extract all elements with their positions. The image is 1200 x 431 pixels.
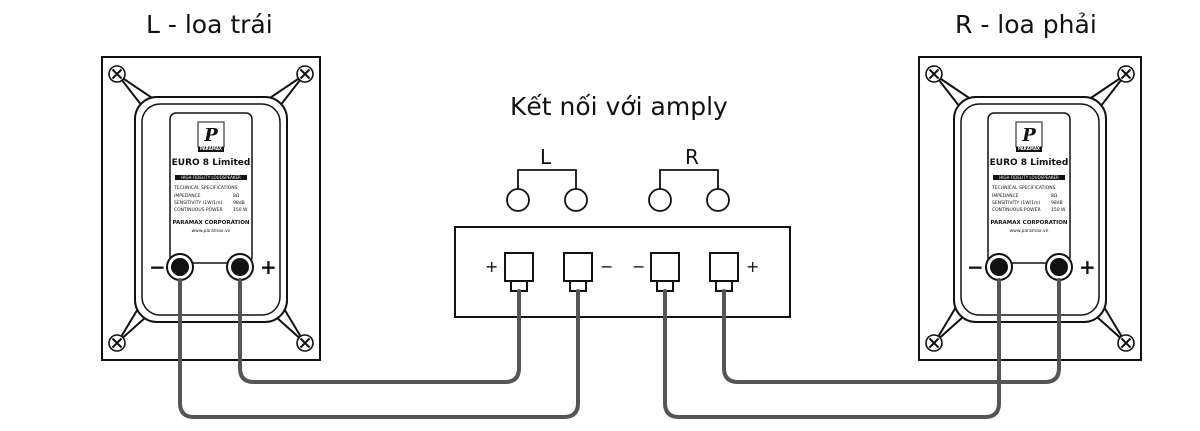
plate-spec-label: IMPEDANCE [992, 194, 1019, 199]
logo-mark [1015, 121, 1043, 148]
amp-terminal-l-minus [563, 252, 593, 282]
right-speaker-title: R - loa phải [955, 10, 1097, 39]
plate-website: www.paramax.vn [191, 229, 231, 234]
left-speaker-plus-sign: + [260, 255, 277, 279]
svg-text:P: P [203, 125, 218, 146]
plate-logo-brand: PARAMAX [200, 146, 222, 151]
cable-left-minus [178, 278, 580, 419]
right-speaker-plus-sign: + [1079, 255, 1096, 279]
amp-terminal-r-minus [650, 252, 680, 282]
plate-spec-label: IMPEDANCE [174, 194, 201, 199]
cable-right-minus [663, 278, 1001, 419]
svg-text:P: P [1021, 125, 1036, 146]
plate-model: EURO 8 Limited [989, 158, 1069, 168]
right-speaker: P [918, 56, 1142, 361]
plate-tagline: HIGH FIDELITY LOUDSPEAKER [999, 175, 1059, 180]
channel-l-jack [564, 188, 588, 212]
plate-spec-value: 8Ω [1051, 194, 1058, 199]
plate-spec-value: 150 W [1051, 208, 1066, 213]
plate-company: PARAMAX CORPORATION [990, 220, 1068, 226]
plate-logo-brand: PARAMAX [1018, 146, 1040, 151]
plate-spec-label: SENSITIVITY (1W/1m) [174, 201, 223, 206]
plate-spec-label: SENSITIVITY (1W/1m) [992, 201, 1041, 206]
amp-sign-l-plus: + [485, 257, 499, 276]
spec-plate [987, 112, 1071, 264]
logo-mark [197, 121, 225, 148]
plate-company: PARAMAX CORPORATION [172, 220, 250, 226]
amp-sign-l-minus: − [600, 257, 614, 276]
channel-left-label: L [540, 145, 552, 169]
plate-website: www.paramax.vn [1009, 229, 1049, 234]
plate-spec-value: 98dB [1051, 201, 1063, 206]
plate-spec-label: CONTINUOUS POWER [992, 208, 1041, 213]
plate-spec-header: TECHNICAL SPECIFICATIONS [174, 186, 238, 191]
amplifier-title: Kết nối với amply [510, 92, 728, 121]
cable-right-plus [722, 278, 1061, 384]
plate-spec-value: 8Ω [233, 194, 240, 199]
plate-tagline: HIGH FIDELITY LOUDSPEAKER [181, 175, 241, 180]
plate-spec-label: CONTINUOUS POWER [174, 208, 223, 213]
amp-terminal-l-plus [504, 252, 534, 282]
channel-r-jack [648, 188, 672, 212]
channel-right-label: R [685, 145, 699, 169]
left-speaker-title: L - loa trái [146, 10, 273, 39]
amp-sign-r-minus: − [632, 257, 646, 276]
cable-left-plus [238, 278, 521, 384]
left-speaker: P [101, 56, 321, 361]
plate-model: EURO 8 Limited [171, 158, 251, 168]
spec-plate [169, 112, 253, 264]
plate-spec-value: 98dB [233, 201, 245, 206]
left-speaker-minus-sign: − [149, 255, 166, 279]
plate-spec-value: 150 W [233, 208, 248, 213]
amp-sign-r-plus: + [746, 257, 760, 276]
right-speaker-minus-sign: − [967, 255, 984, 279]
speaker-cables [178, 278, 1061, 419]
channel-l-jack [506, 188, 530, 212]
plate-spec-header: TECHNICAL SPECIFICATIONS [992, 186, 1056, 191]
amplifier [454, 169, 791, 318]
channel-r-jack [706, 188, 730, 212]
amp-terminal-r-plus [709, 252, 739, 282]
